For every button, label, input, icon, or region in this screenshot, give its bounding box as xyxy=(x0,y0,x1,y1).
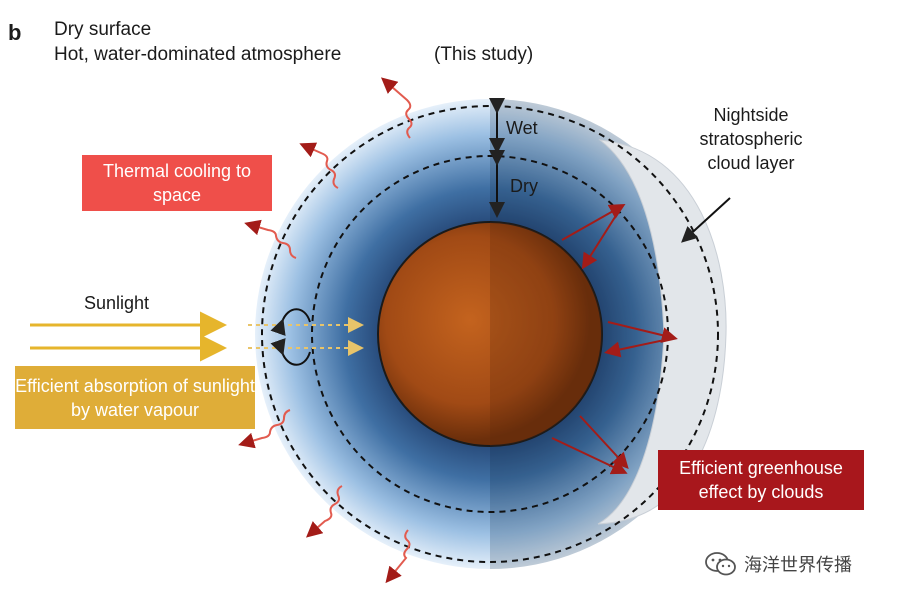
ir-emission xyxy=(238,77,413,584)
cloud-layer-label: Nightside stratospheric cloud layer xyxy=(699,105,803,173)
header-atmosphere: Hot, water-dominated atmosphere xyxy=(54,44,342,65)
header-study-note: (This study) xyxy=(434,44,534,65)
circulation-arrow xyxy=(270,308,311,336)
planet-surface xyxy=(377,221,603,447)
circulation-arrow xyxy=(270,338,311,366)
watermark: 海洋世界传播 xyxy=(704,551,852,577)
watermark-text: 海洋世界传播 xyxy=(744,555,852,575)
thermal-cooling-label: Thermal cooling to space xyxy=(82,155,272,211)
cloud-pointer-arrow xyxy=(681,197,731,243)
water-vapour-absorption-label: Efficient absorption of sunlight by wate… xyxy=(15,366,255,429)
surface-night-half xyxy=(490,222,602,446)
wechat-logo-icon xyxy=(705,552,736,576)
outer-boundary xyxy=(261,105,719,563)
dry-layer-label: Dry xyxy=(510,176,538,196)
wet-layer-label: Wet xyxy=(506,118,538,138)
header-surface: Dry surface xyxy=(54,19,152,40)
sunlight-label: Sunlight xyxy=(84,293,150,313)
panel-letter: b xyxy=(8,20,22,45)
cloud-greenhouse-label: Efficient greenhouse effect by clouds xyxy=(658,450,864,510)
greenhouse-arrows xyxy=(551,204,678,475)
